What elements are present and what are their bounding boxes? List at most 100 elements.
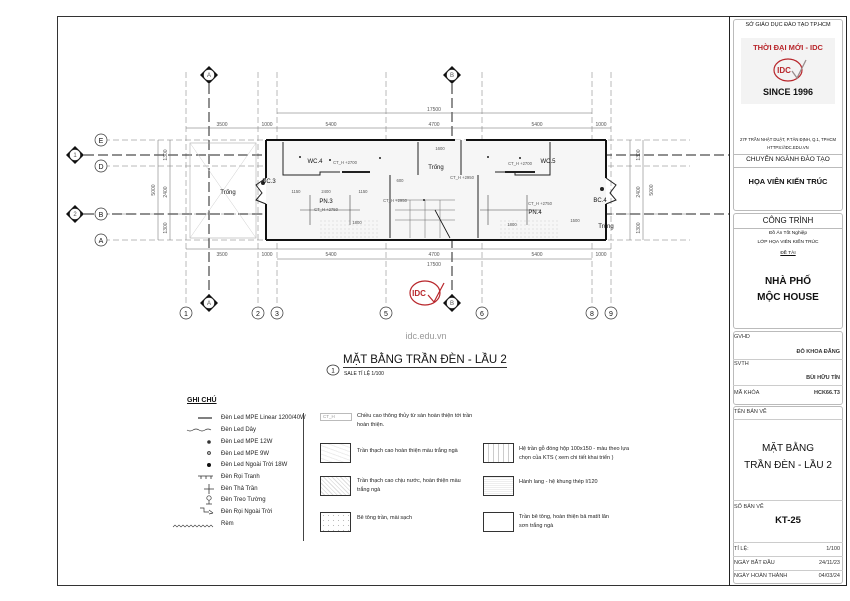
student: BÙI HỮU TÍN — [806, 375, 840, 381]
dim-label: 5000 — [649, 184, 655, 195]
start-date: 24/11/23 — [818, 560, 840, 566]
dim-label: 1500 — [570, 218, 580, 223]
dim-label: 2400 — [163, 186, 169, 197]
department: SỞ GIÁO DỤC ĐÀO TẠO TP.HCM — [745, 22, 831, 28]
project-label: CÔNG TRÌNH — [762, 216, 814, 225]
grid-bubble-label: 2 — [256, 311, 260, 318]
finish-desc: Hành lang - hệ khung thép I/120 — [519, 479, 598, 485]
sheet-name: MẶT BẰNG — [761, 443, 815, 454]
sheet-frame — [57, 16, 730, 586]
course-label: MÃ KHÓA — [734, 390, 760, 396]
end-date-label: NGÀY HOÀN THÀNH — [734, 573, 788, 579]
dim-total: 17500 — [427, 107, 441, 113]
dim-label: 2400 — [321, 189, 331, 194]
major: HỌA VIÊN KIẾN TRÚC — [748, 177, 828, 186]
dim-label: 4700 — [428, 252, 439, 258]
section-marker: 1 — [66, 146, 84, 164]
legend-item: Đèn Treo Tường — [221, 497, 266, 503]
legend-item: Đèn Led MPE Linear 1200/40W — [221, 415, 306, 421]
address: 27F TRẦN NHẬT DUẬT, P.TÂN ĐỊNH, Q.1, TPH… — [739, 137, 837, 142]
finish-desc: Trần bê tông, hoàn thiện bả matít lăn sơ… — [519, 514, 609, 529]
svg-text:A: A — [207, 301, 211, 307]
dim-label: 1000 — [595, 252, 606, 258]
dimension-lines — [157, 112, 644, 260]
finish-swatch-painted-concrete — [483, 512, 514, 532]
finish-desc: Trần thạch cao hoàn thiện màu trắng ngà — [357, 448, 458, 454]
legend-item: Đèn Led Ngoài Trời 18W — [221, 462, 288, 468]
ceiling-tag: CT_H +2700 — [508, 161, 533, 166]
outdoor-led-icon — [207, 463, 211, 467]
dim-label: 1300 — [636, 222, 642, 233]
dim-label: 1300 — [163, 149, 169, 160]
legend-title: GHI CHÚ — [187, 397, 217, 404]
dim-label: 3500 — [216, 122, 227, 128]
legend-item: Đèn Rọi Tranh — [221, 474, 260, 480]
finish-swatch-corridor — [483, 476, 514, 496]
start-date-label: NGÀY BẮT ĐẦU — [734, 560, 775, 566]
project-class: LỚP HỌA VIÊN KIẾN TRÚC — [757, 240, 819, 245]
svg-text:2: 2 — [73, 212, 77, 218]
project-name: NHÀ PHỐ — [764, 276, 812, 287]
room-label: BC.3 — [262, 179, 276, 185]
legend-divider — [303, 413, 304, 541]
svg-text:B: B — [450, 301, 454, 307]
dim-label: 1300 — [636, 149, 642, 160]
grid-bubble-label: D — [98, 164, 103, 171]
dim-label: 4700 — [428, 122, 439, 128]
finish-swatch-gypsum — [320, 443, 351, 463]
svg-text:A: A — [207, 73, 211, 79]
finish-swatch-wood — [483, 443, 514, 463]
instructor: ĐỖ KHOA ĐĂNG — [796, 349, 841, 355]
sheet-no-label: SỐ BẢN VẼ — [734, 504, 764, 510]
dim-total: 17500 — [427, 262, 441, 268]
dim-label: 1150 — [291, 189, 301, 194]
sheet-name: TRẦN ĐÈN - LẦU 2 — [744, 460, 832, 471]
room-label: Trống — [598, 224, 613, 230]
led-12w-icon — [207, 440, 211, 444]
room-label: Trống — [428, 165, 443, 171]
grid-bubble-label: B — [99, 212, 104, 219]
dim-label: 5400 — [531, 122, 542, 128]
sheet-no: KT-25 — [775, 515, 801, 526]
idc-logo: THỜI ĐẠI MỚI - IDC IDC SINCE 1996 — [741, 38, 835, 104]
room-label: WC.4 — [308, 159, 324, 165]
finish-swatch-waterproof — [320, 476, 351, 496]
strip-led-icon — [186, 428, 212, 432]
grid-bubble-label: 8 — [590, 311, 594, 318]
section-marker: 2 — [66, 205, 84, 223]
dim-label: 5400 — [531, 252, 542, 258]
room-label: Trống — [220, 190, 235, 196]
ceiling-tag: CT_H +2950 — [383, 198, 408, 203]
ceiling-tag: CT_H +2950 — [450, 175, 475, 180]
grid-bubble-label: 9 — [609, 311, 613, 318]
dim-label: 1000 — [595, 122, 606, 128]
outdoor-spot-icon — [200, 507, 214, 515]
drawing-number-bubble: 1 — [326, 364, 340, 376]
room-label: PN.3 — [319, 199, 333, 205]
dim-label: 1300 — [163, 222, 169, 233]
picture-light-icon — [198, 475, 213, 479]
website: HTTPS://IDC.EDU.VN — [767, 145, 809, 150]
grid-bubble-label: 1 — [184, 311, 188, 318]
grid-bubble-label: A — [99, 238, 104, 245]
finish-swatch-concrete — [320, 512, 351, 532]
watermark-logo: IDC — [409, 280, 445, 306]
scale: 1/100 — [826, 546, 840, 552]
drawing-title: MẶT BẰNG TRẦN ĐÈN - LẦU 2 — [343, 354, 507, 368]
curtain-icon — [172, 524, 214, 528]
scale-label: TỈ LỆ: — [734, 546, 749, 552]
sheet-name-label: TÊN BẢN VẼ — [734, 409, 767, 415]
finish-desc: Trần thạch cao chịu nước, hoàn thiện màu… — [357, 478, 461, 493]
room-label: WC.5 — [541, 159, 557, 165]
dim-label: 1800 — [352, 220, 362, 225]
student-label: SVTH — [734, 361, 749, 367]
room-label: BC.4 — [593, 198, 607, 204]
wall-light-icon — [206, 495, 212, 501]
section-marker: B — [443, 294, 461, 312]
dim-label: 1600 — [435, 146, 445, 151]
project-sub: Đồ Án Tốt Nghiệp — [768, 231, 808, 236]
dim-label: 2400 — [636, 186, 642, 197]
dim-label: 1000 — [261, 252, 272, 258]
walls — [265, 139, 607, 241]
section-marker: A — [200, 294, 218, 312]
